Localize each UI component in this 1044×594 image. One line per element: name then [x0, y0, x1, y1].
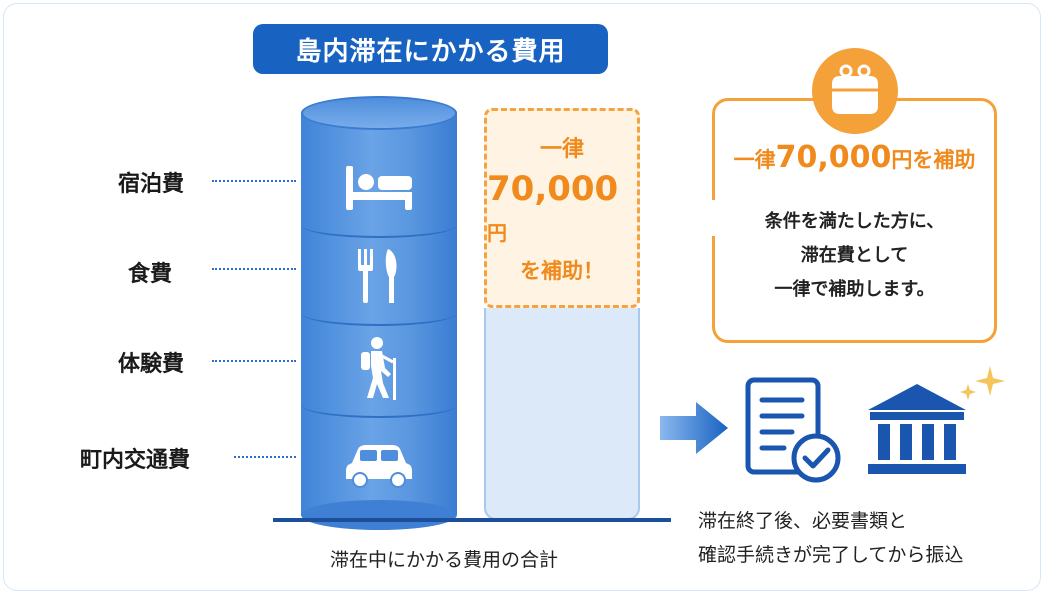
- subsidy-highlight: 一律 70,000円 を補助！: [484, 108, 640, 308]
- leader-line-activity: [212, 360, 296, 362]
- leader-line-food: [212, 268, 296, 270]
- cylinder-divider: [301, 300, 457, 326]
- bank-icon: [868, 384, 966, 474]
- leader-line-transport: [234, 456, 296, 458]
- leader-line-lodging: [212, 180, 296, 182]
- row-label-activity: 体験費: [118, 352, 185, 377]
- subsidy-amount: 70,000円: [487, 169, 619, 245]
- bubble-line: 一律で補助します。: [774, 279, 935, 300]
- bubble-line: 条件を満たした方に、: [764, 211, 945, 232]
- bubble-headline: 一律70,000円を補助: [733, 140, 976, 175]
- page-title: 島内滞在にかかる費用: [253, 24, 608, 74]
- total-cost-caption: 滞在中にかかる費用の合計: [330, 549, 559, 571]
- subsidy-fill-bar: [484, 308, 640, 520]
- cylinder-divider: [301, 212, 457, 238]
- cylinder-divider: [301, 392, 457, 418]
- process-step-line: 確認手続きが完了してから振込: [698, 544, 964, 566]
- bubble-description: 条件を満たした方に、 滞在費として 一律で補助します。: [712, 205, 997, 307]
- car-icon: [339, 436, 419, 496]
- fork-knife-icon: [339, 246, 419, 306]
- cylinder-base: [301, 500, 457, 530]
- speech-bubble: [712, 98, 997, 343]
- process-step-line: 滞在終了後、必要書類と: [698, 510, 908, 532]
- subsidy-flat-rate-label: 一律: [539, 137, 584, 162]
- baseline: [273, 518, 671, 522]
- cylinder-top: [301, 96, 457, 130]
- process-steps: 滞在終了後、必要書類と 確認手続きが完了してから振込: [698, 504, 963, 572]
- bed-icon: [339, 158, 419, 218]
- hiker-icon: [339, 337, 419, 400]
- arrow-right-icon: [660, 402, 728, 454]
- subsidy-note: を補助！: [520, 259, 604, 283]
- row-label-transport: 町内交通費: [80, 448, 191, 473]
- row-label-lodging: 宿泊費: [118, 172, 185, 197]
- bubble-line: 滞在費として: [800, 245, 909, 266]
- wallet-icon: [812, 48, 898, 134]
- document-check-icon: [745, 377, 841, 483]
- row-label-food: 食費: [128, 262, 173, 287]
- bubble-tail-mask: [712, 200, 718, 236]
- sparkle-icon: [960, 366, 1005, 400]
